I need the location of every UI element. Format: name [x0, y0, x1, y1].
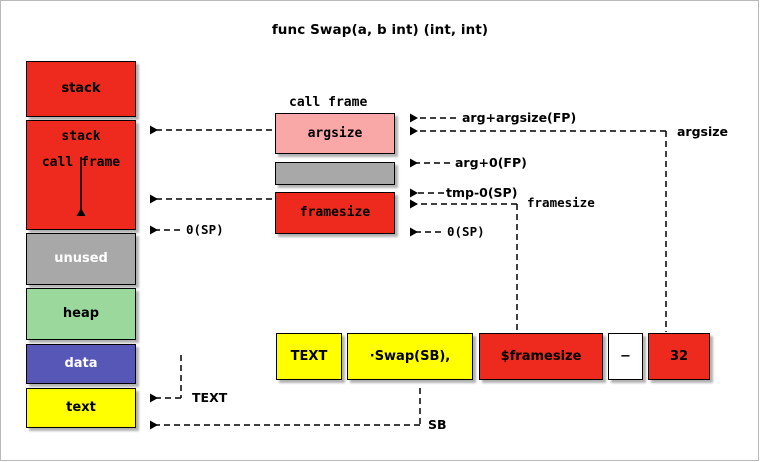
memory-block-text: text — [26, 388, 136, 428]
memory-block-stack: stack — [26, 61, 136, 117]
memory-block-data-label: data — [64, 356, 98, 372]
assembly-cell-symbol: ·Swap(SB), — [347, 333, 473, 380]
annotation-argsize-span: argsize — [677, 124, 729, 139]
annotation-tmp-0-sp: tmp-0(SP) — [446, 185, 518, 200]
assembly-cell-argsize-value: 32 — [648, 333, 710, 380]
call-frame-block-argsize-label: argsize — [307, 125, 363, 141]
memory-block-text-label: text — [66, 400, 96, 416]
assembly-cell-argsize-value-label: 32 — [669, 348, 689, 364]
memory-block-heap: heap — [26, 288, 136, 340]
memory-block-stack-call-frame-label-sub: call frame — [41, 155, 121, 170]
connector-sb-pointer — [150, 388, 421, 430]
assembly-cell-framesize-label: $framesize — [500, 348, 582, 364]
annotation-framesize-span: framesize — [527, 195, 595, 210]
annotation-sb-pointer: SB — [428, 417, 447, 432]
call-frame-block-framesize: framesize — [275, 192, 395, 234]
annotation-0sp: 0(SP) — [447, 224, 485, 239]
annotation-text-pointer: TEXT — [192, 390, 228, 405]
assembly-cell-text: TEXT — [276, 333, 342, 380]
annotation-left-0sp: 0(SP) — [186, 222, 224, 237]
memory-block-data: data — [26, 344, 136, 384]
assembly-cell-symbol-label: ·Swap(SB), — [369, 348, 451, 364]
annotation-arg-0-fp: arg+0(FP) — [455, 155, 527, 170]
annotation-arg-argsize-fp: arg+argsize(FP) — [462, 110, 577, 125]
call-frame-caption: call frame — [289, 95, 368, 110]
memory-block-stack-call-frame-label-top: stack — [61, 129, 101, 144]
memory-block-stack-call-frame: stack call frame — [26, 120, 136, 230]
memory-block-unused: unused — [26, 233, 136, 285]
assembly-cell-separator: − — [608, 333, 643, 380]
page-title: func Swap(a, b int) (int, int) — [271, 22, 489, 38]
call-frame-block-gap — [275, 162, 395, 185]
assembly-cell-text-label: TEXT — [290, 348, 328, 364]
memory-block-unused-label: unused — [54, 251, 108, 267]
memory-block-heap-label: heap — [62, 306, 100, 322]
call-frame-block-framesize-label: framesize — [299, 205, 371, 221]
assembly-cell-framesize: $framesize — [479, 333, 603, 380]
call-frame-block-argsize: argsize — [275, 113, 395, 154]
memory-block-stack-label: stack — [61, 81, 101, 97]
connector-text-pointer — [150, 355, 182, 403]
assembly-cell-separator-label: − — [620, 348, 631, 364]
